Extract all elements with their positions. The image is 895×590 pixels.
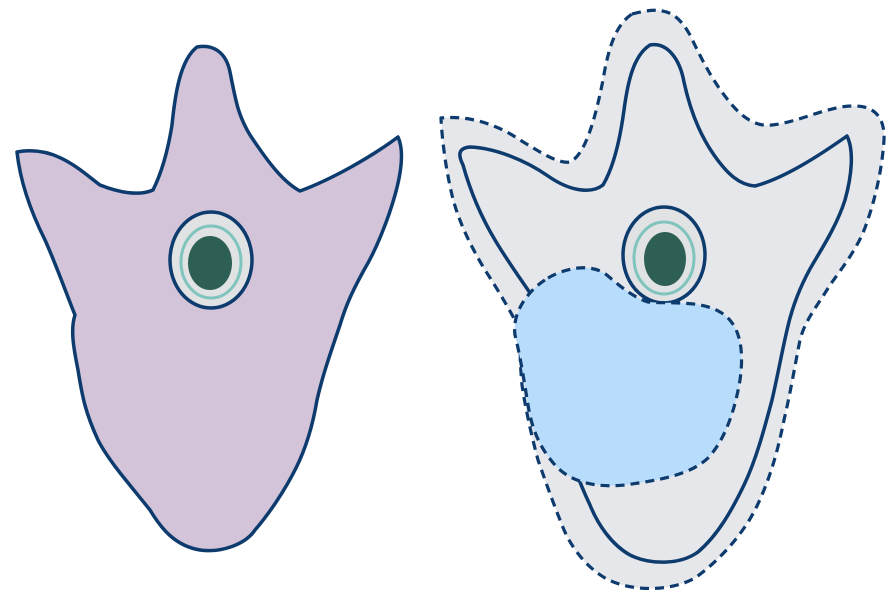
left-nucleus-core <box>188 236 232 290</box>
left-cell <box>17 46 402 550</box>
right-nucleus <box>623 207 705 303</box>
left-nucleus <box>170 212 252 308</box>
right-nucleus-core <box>644 232 686 286</box>
right-cell <box>441 10 884 588</box>
